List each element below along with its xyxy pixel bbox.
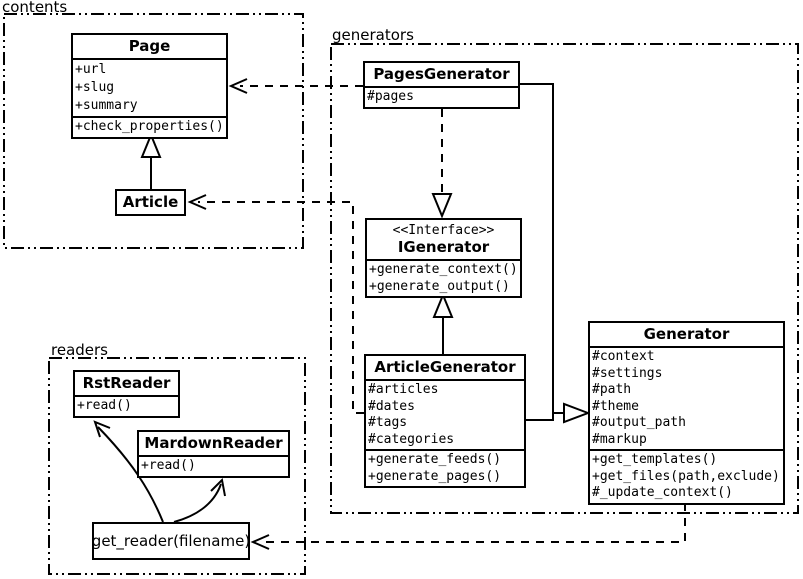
attributes-compartment: +url +slug +summary <box>73 58 226 116</box>
class-box-igenerator: <<Interface>> IGenerator +generate_conte… <box>365 218 522 298</box>
attribute: #theme <box>592 398 639 414</box>
package-label-generators: generators <box>332 26 414 44</box>
method: +get_files(path,exclude) <box>592 468 780 484</box>
class-box-page: Page +url +slug +summary +check_properti… <box>71 33 228 139</box>
method: +generate_feeds() <box>368 452 502 467</box>
attribute: #pages <box>367 89 414 104</box>
attribute: #categories <box>368 431 455 447</box>
method: +get_templates() <box>592 452 718 467</box>
class-title-articlegenerator: ArticleGenerator <box>374 358 516 376</box>
class-box-mardownreader: MardownReader +read() <box>137 430 290 478</box>
attribute: +url <box>75 62 107 77</box>
attributes-compartment: #pages <box>365 86 518 107</box>
class-title-mardownreader: MardownReader <box>144 434 283 452</box>
class-title-article: Article <box>122 193 179 211</box>
method: +generate_output() <box>369 278 510 294</box>
class-title-generator: Generator <box>643 325 730 343</box>
methods-compartment: +read() <box>75 395 178 416</box>
class-title-page: Page <box>128 37 171 55</box>
methods-compartment: +read() <box>139 455 288 476</box>
attribute: #output_path <box>592 415 686 430</box>
inheritance-arrow-generators-to-generator <box>520 83 591 424</box>
attribute: #tags <box>368 415 408 430</box>
method: +read() <box>77 398 132 413</box>
method: +read() <box>141 458 196 473</box>
attributes-compartment: #articles #dates #tags #categories <box>366 379 524 449</box>
method: +generate_pages() <box>368 468 502 484</box>
class-title-rstreader: RstReader <box>82 374 171 392</box>
class-title-pagesgenerator: PagesGenerator <box>373 65 510 83</box>
methods-compartment: +check_properties() <box>73 116 226 137</box>
class-title-igenerator: IGenerator <box>397 238 490 256</box>
package-label-readers: readers <box>51 341 108 359</box>
nav-arrow-getreader-to-mardownreader <box>173 477 226 523</box>
attribute: #settings <box>592 365 663 381</box>
attribute: #dates <box>368 398 415 414</box>
attribute: +slug <box>75 80 115 95</box>
attribute: #markup <box>592 431 647 447</box>
dependency-arrow-articlegenerator-to-article <box>187 194 364 414</box>
methods-compartment: +get_templates() +get_files(path,exclude… <box>590 449 783 503</box>
inheritance-arrow-article-to-page <box>140 132 162 189</box>
class-box-pagesgenerator: PagesGenerator #pages <box>363 61 520 109</box>
attribute: +summary <box>75 98 138 113</box>
method: +generate_context() <box>369 262 518 277</box>
method: #_update_context() <box>592 485 733 500</box>
attributes-compartment: #context #settings #path #theme #output_… <box>590 346 783 449</box>
attribute: #context <box>592 349 655 364</box>
package-label-contents: contents <box>2 0 68 16</box>
class-box-generator: Generator #context #settings #path #them… <box>588 321 785 505</box>
class-box-rstreader: RstReader +read() <box>73 370 180 418</box>
realization-arrow-pagesgenerator-to-igenerator <box>431 109 453 219</box>
class-stereotype-interface: <<Interface>> <box>392 223 495 238</box>
dependency-arrow-generator-to-getreader <box>250 503 686 550</box>
methods-compartment: +generate_context() +generate_output() <box>367 259 520 296</box>
method: +check_properties() <box>75 119 224 134</box>
inheritance-arrow-articlegenerator-to-igenerator <box>432 292 454 354</box>
class-box-articlegenerator: ArticleGenerator #articles #dates #tags … <box>364 354 526 488</box>
dependency-arrow-pagesgenerator-to-page <box>228 78 363 94</box>
attribute: #articles <box>368 382 439 397</box>
package-border-readers <box>48 357 306 575</box>
package-border-generators <box>330 43 799 514</box>
function-box-get-reader: get_reader(filename) <box>92 522 250 560</box>
attribute: #path <box>592 382 632 397</box>
methods-compartment: +generate_feeds() +generate_pages() <box>366 449 524 486</box>
function-label-get-reader: get_reader(filename) <box>91 532 251 550</box>
class-box-article: Article <box>115 189 186 216</box>
package-border-contents <box>3 13 304 249</box>
